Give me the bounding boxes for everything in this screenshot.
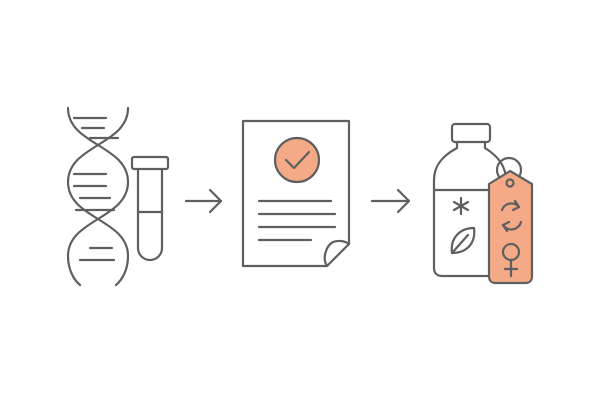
document-page xyxy=(241,119,351,268)
labeled-bottle-icon xyxy=(432,122,534,285)
arrow-right-icon xyxy=(184,188,223,214)
recycle-arrows-icon xyxy=(500,199,523,233)
approval-badge xyxy=(273,136,321,184)
bottle-cap xyxy=(450,122,492,144)
asterisk-icon xyxy=(452,196,470,216)
tag-hole xyxy=(505,178,515,188)
dna-test-tube-icon xyxy=(66,106,170,287)
checkmark-icon xyxy=(284,150,311,170)
arrow-right-icon xyxy=(370,188,411,214)
approved-document-icon xyxy=(241,119,351,268)
test-tube-icon xyxy=(130,155,170,262)
dna-helix-icon xyxy=(66,106,130,287)
female-symbol-icon xyxy=(501,242,521,278)
leaf-icon xyxy=(450,226,476,255)
price-tag-icon xyxy=(487,156,534,285)
page-curl xyxy=(323,239,351,268)
